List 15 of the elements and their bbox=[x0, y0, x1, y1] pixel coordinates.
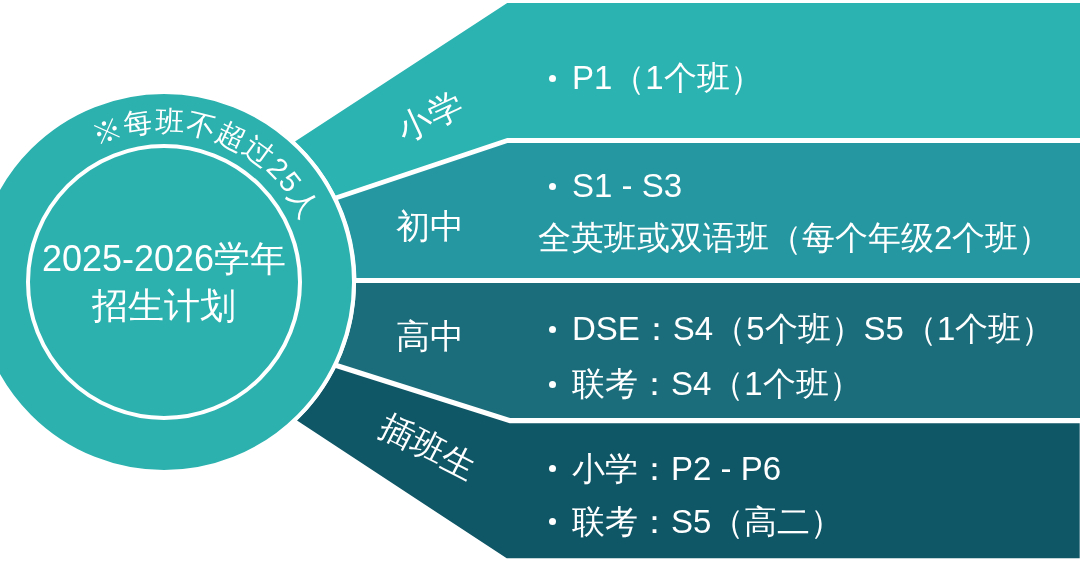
category-label: 高中 bbox=[396, 317, 464, 357]
list-item: 联考：S5（高二） bbox=[572, 503, 844, 541]
category-band bbox=[337, 143, 1080, 278]
list-item: 联考：S4（1个班） bbox=[572, 365, 862, 403]
list-item: 全英班或双语班（每个年级2个班） bbox=[538, 219, 1052, 257]
list-item: DSE：S4（5个班）S5（1个班） bbox=[572, 310, 1055, 348]
list-item: 小学：P2 - P6 bbox=[572, 450, 782, 488]
category-label: 插班生 bbox=[373, 406, 483, 488]
list-item: P1（1个班） bbox=[572, 59, 763, 97]
curved-note: ※每班不超过25人 bbox=[87, 104, 326, 225]
plan-title: 2025-2026学年招生计划 bbox=[40, 237, 288, 328]
category-band bbox=[297, 367, 1080, 558]
list-item: S1 - S3 bbox=[572, 167, 683, 205]
category-label: 初中 bbox=[396, 207, 464, 247]
category-label: 小学 bbox=[390, 84, 470, 150]
